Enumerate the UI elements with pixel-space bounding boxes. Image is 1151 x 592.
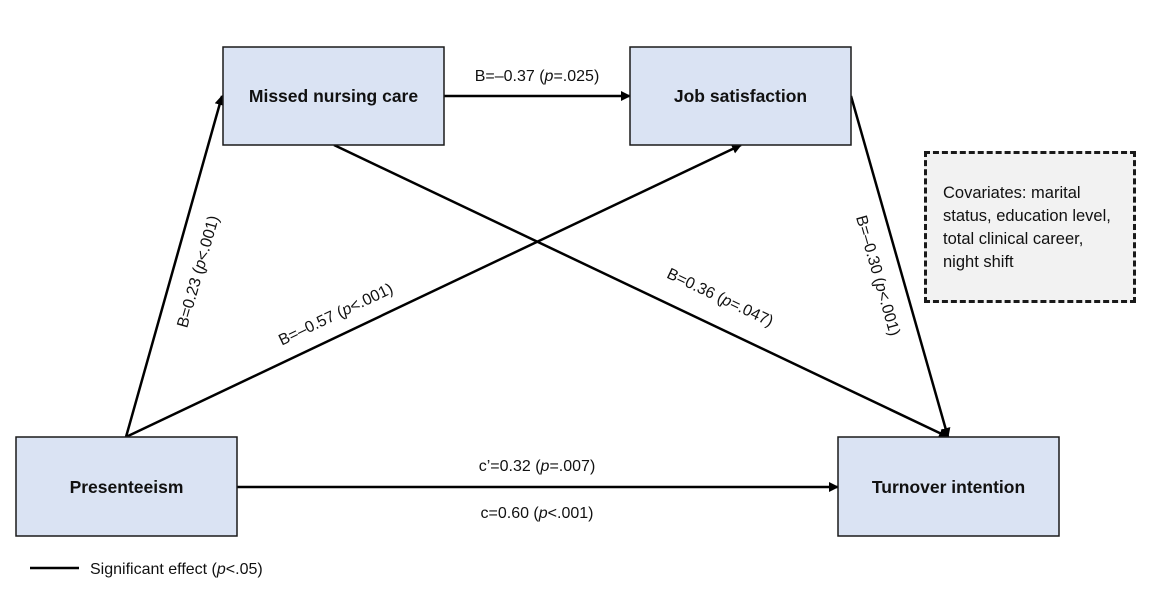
covariates-box: Covariates: marital status, education le…	[924, 151, 1136, 303]
label-presenteeism-to-missed-care: B=0.23 (p<.001)	[175, 214, 223, 330]
label-missed-care-to-turnover: B=0.36 (p=.047)	[664, 265, 776, 330]
arrow-missed-care-to-turnover	[333, 143, 949, 439]
label-total-effect: c=0.60 (p<.001)	[481, 505, 594, 522]
node-job-satisfaction: Job satisfaction	[629, 46, 852, 146]
covariates-text: Covariates: marital status, education le…	[943, 184, 1111, 271]
label-presenteeism-to-job-satisfaction: B=–0.57 (p<.001)	[276, 281, 396, 350]
label-missed-care-to-job-satisfaction: B=–0.37 (p=.025)	[475, 68, 600, 85]
node-label-turnover: Turnover intention	[872, 477, 1025, 497]
node-label-job-satisfaction: Job satisfaction	[674, 86, 807, 106]
node-label-missed-care: Missed nursing care	[249, 86, 418, 106]
node-missed-nursing-care: Missed nursing care	[222, 46, 445, 146]
node-turnover-intention: Turnover intention	[837, 436, 1060, 537]
arrow-presenteeism-to-missed-care	[124, 95, 225, 438]
arrow-presenteeism-to-job-satisfaction	[125, 143, 742, 439]
label-direct-effect: c’=0.32 (p=.007)	[479, 458, 596, 475]
arrow-job-satisfaction-to-turnover	[849, 95, 951, 438]
label-job-satisfaction-to-turnover: B=–0.30 (p<.001)	[852, 214, 903, 338]
legend-text: Significant effect (p<.05)	[90, 561, 263, 578]
node-presenteeism: Presenteeism	[15, 436, 238, 537]
node-label-presenteeism: Presenteeism	[70, 477, 184, 497]
